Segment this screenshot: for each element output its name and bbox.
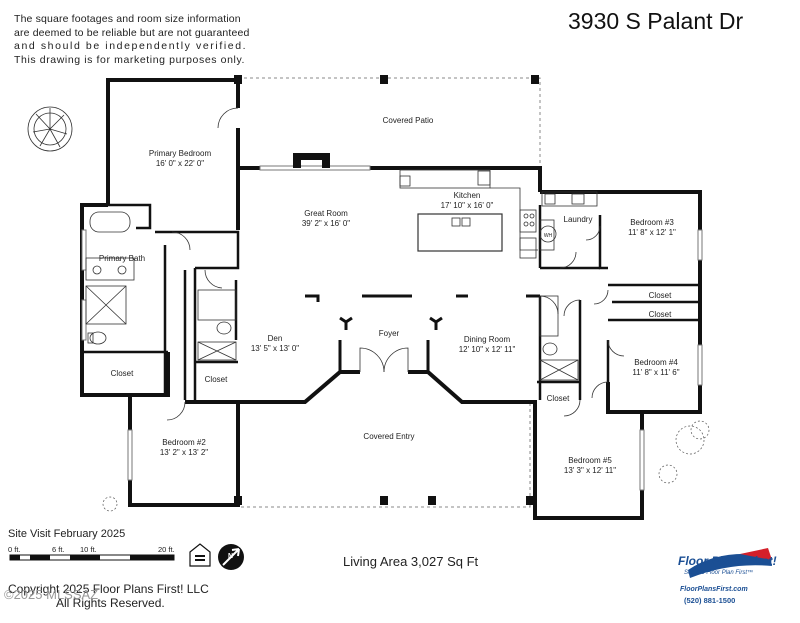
shrub-icon: [102, 420, 710, 512]
primary-bedroom-label: Primary Bedroom: [149, 149, 212, 158]
copyright-text: Copyright 2025 Floor Plans First! LLC: [8, 582, 209, 596]
covered-entry-outline: [237, 400, 531, 508]
entry-columns: [234, 496, 534, 505]
foyer-label: Foyer: [379, 329, 400, 338]
bedroom5-label: Bedroom #5: [568, 456, 612, 465]
rights-text: All Rights Reserved.: [56, 596, 165, 610]
closet-bedroom3-label: Closet: [649, 291, 672, 300]
closet-hall-label: Closet: [205, 375, 228, 384]
site-visit-date: Site Visit February 2025: [8, 528, 126, 540]
scale-tick-0: 0 ft.: [8, 545, 21, 554]
primary-bedroom-size: 16' 0" x 22' 0": [156, 159, 204, 168]
logo-tagline: See the Floor Plan First™: [684, 570, 754, 576]
copyright-block: Copyright 2025 Floor Plans First! LLC Al…: [8, 582, 209, 610]
bedroom2-size: 13' 2" x 13' 2": [160, 448, 208, 457]
disclaimer-line: The square footages and room size inform…: [14, 13, 241, 25]
covered-patio-label: Covered Patio: [383, 116, 434, 125]
partial-walls: [305, 294, 540, 372]
laundry-fixtures: [539, 191, 598, 251]
living-area: Living Area 3,027 Sq Ft: [343, 554, 479, 569]
doors: [166, 107, 625, 421]
bath-fixtures: [85, 211, 579, 381]
fireplace: [293, 153, 330, 168]
scale-tick-20: 20 ft.: [158, 545, 175, 554]
kitchen-label: Kitchen: [454, 191, 481, 200]
den-label: Den: [268, 334, 283, 343]
disclaimer: The square footages and room size inform…: [14, 13, 264, 67]
closet-primary-label: Closet: [111, 369, 134, 378]
kitchen-size: 17' 10" x 16' 0": [441, 201, 494, 210]
bedroom5-size: 13' 3" x 12' 11": [564, 466, 616, 475]
mls-watermark: ©2025 MLSSAZ: [4, 587, 99, 602]
dining-room-label: Dining Room: [464, 335, 511, 344]
primary-bath-label: Primary Bath: [99, 254, 145, 263]
disclaimer-line: and should be independently verified.: [14, 40, 248, 52]
north-arrow-icon: N: [218, 544, 244, 570]
bedroom3-size: 11' 8" x 12' 1": [628, 228, 676, 237]
patio-columns: [234, 75, 539, 84]
kitchen-fixtures: [399, 169, 538, 259]
logo-name: Floor Plans First!: [678, 554, 777, 568]
property-address: 3930 S Palant Dr: [568, 8, 744, 34]
windows: [81, 165, 703, 491]
interior-walls: [82, 203, 700, 400]
logo-phone: (520) 881-1500: [684, 596, 736, 605]
covered-patio-outline: [238, 77, 541, 168]
great-room-label: Great Room: [304, 209, 348, 218]
bedroom4-label: Bedroom #4: [634, 358, 678, 367]
disclaimer-line: are deemed to be reliable but are not gu…: [14, 26, 250, 39]
logo-url: FloorPlansFirst.com: [680, 586, 748, 593]
bedroom2-label: Bedroom #2: [162, 438, 206, 447]
den-size: 13' 5" x 13' 0": [251, 344, 299, 353]
covered-entry-label: Covered Entry: [363, 432, 414, 441]
room-labels: Covered Patio Primary Bedroom 16' 0" x 2…: [99, 116, 680, 475]
closet-bedroom4-label: Closet: [649, 310, 672, 319]
equal-housing-icon: [189, 543, 211, 567]
water-heater-label: WH: [544, 233, 553, 239]
great-room-size: 39' 2" x 16' 0": [302, 219, 350, 228]
floor-plans-first-logo: [688, 548, 772, 578]
svg-text:N: N: [228, 553, 233, 560]
bedroom3-label: Bedroom #3: [630, 218, 674, 227]
closet-bedroom5-label: Closet: [547, 394, 570, 403]
dining-room-size: 12' 10" x 12' 11": [459, 345, 516, 354]
disclaimer-line: This drawing is for marketing purposes o…: [14, 53, 246, 66]
scale-tick-10: 10 ft.: [80, 545, 97, 554]
bedroom4-size: 11' 8" x 11' 6": [632, 368, 679, 377]
scale-bar: [9, 554, 175, 561]
scale-tick-6: 6 ft.: [52, 545, 65, 554]
tree-icon: [27, 106, 73, 152]
laundry-label: Laundry: [564, 215, 593, 224]
